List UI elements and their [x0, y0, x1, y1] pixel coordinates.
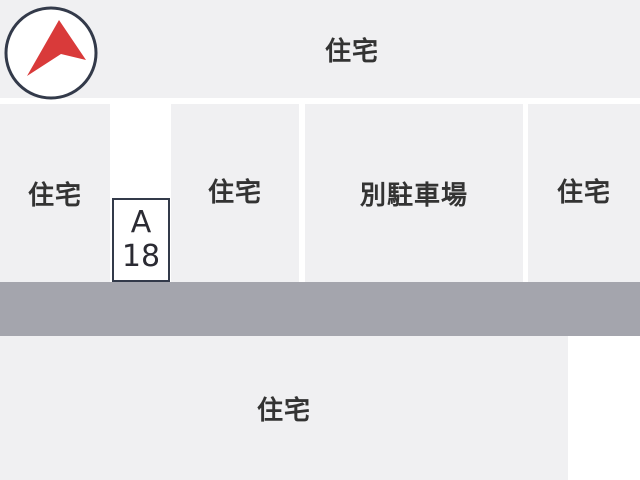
block-left-label: 住宅 — [27, 180, 82, 211]
block-left-residence: 住宅 — [0, 104, 110, 282]
block-top-residence: 住宅 — [0, 0, 640, 98]
block-bottom-label: 住宅 — [256, 395, 311, 426]
block-top-label: 住宅 — [324, 36, 379, 67]
block-center-left-residence: 住宅 — [171, 104, 299, 282]
block-right-residence: 住宅 — [528, 104, 640, 282]
compass-north-arrow-icon — [4, 6, 98, 100]
block-right-label: 住宅 — [556, 178, 611, 208]
parking-spot-a18[interactable]: A 18 — [112, 198, 170, 282]
block-center-left-label: 住宅 — [207, 178, 262, 208]
block-parking-label: 別駐車場 — [359, 180, 468, 211]
block-bottom-residence: 住宅 — [0, 336, 568, 480]
parking-spot-letter: A — [130, 205, 152, 240]
parking-spot-number: 18 — [121, 239, 161, 274]
block-separate-parking: 別駐車場 — [305, 104, 523, 282]
road — [0, 282, 640, 336]
